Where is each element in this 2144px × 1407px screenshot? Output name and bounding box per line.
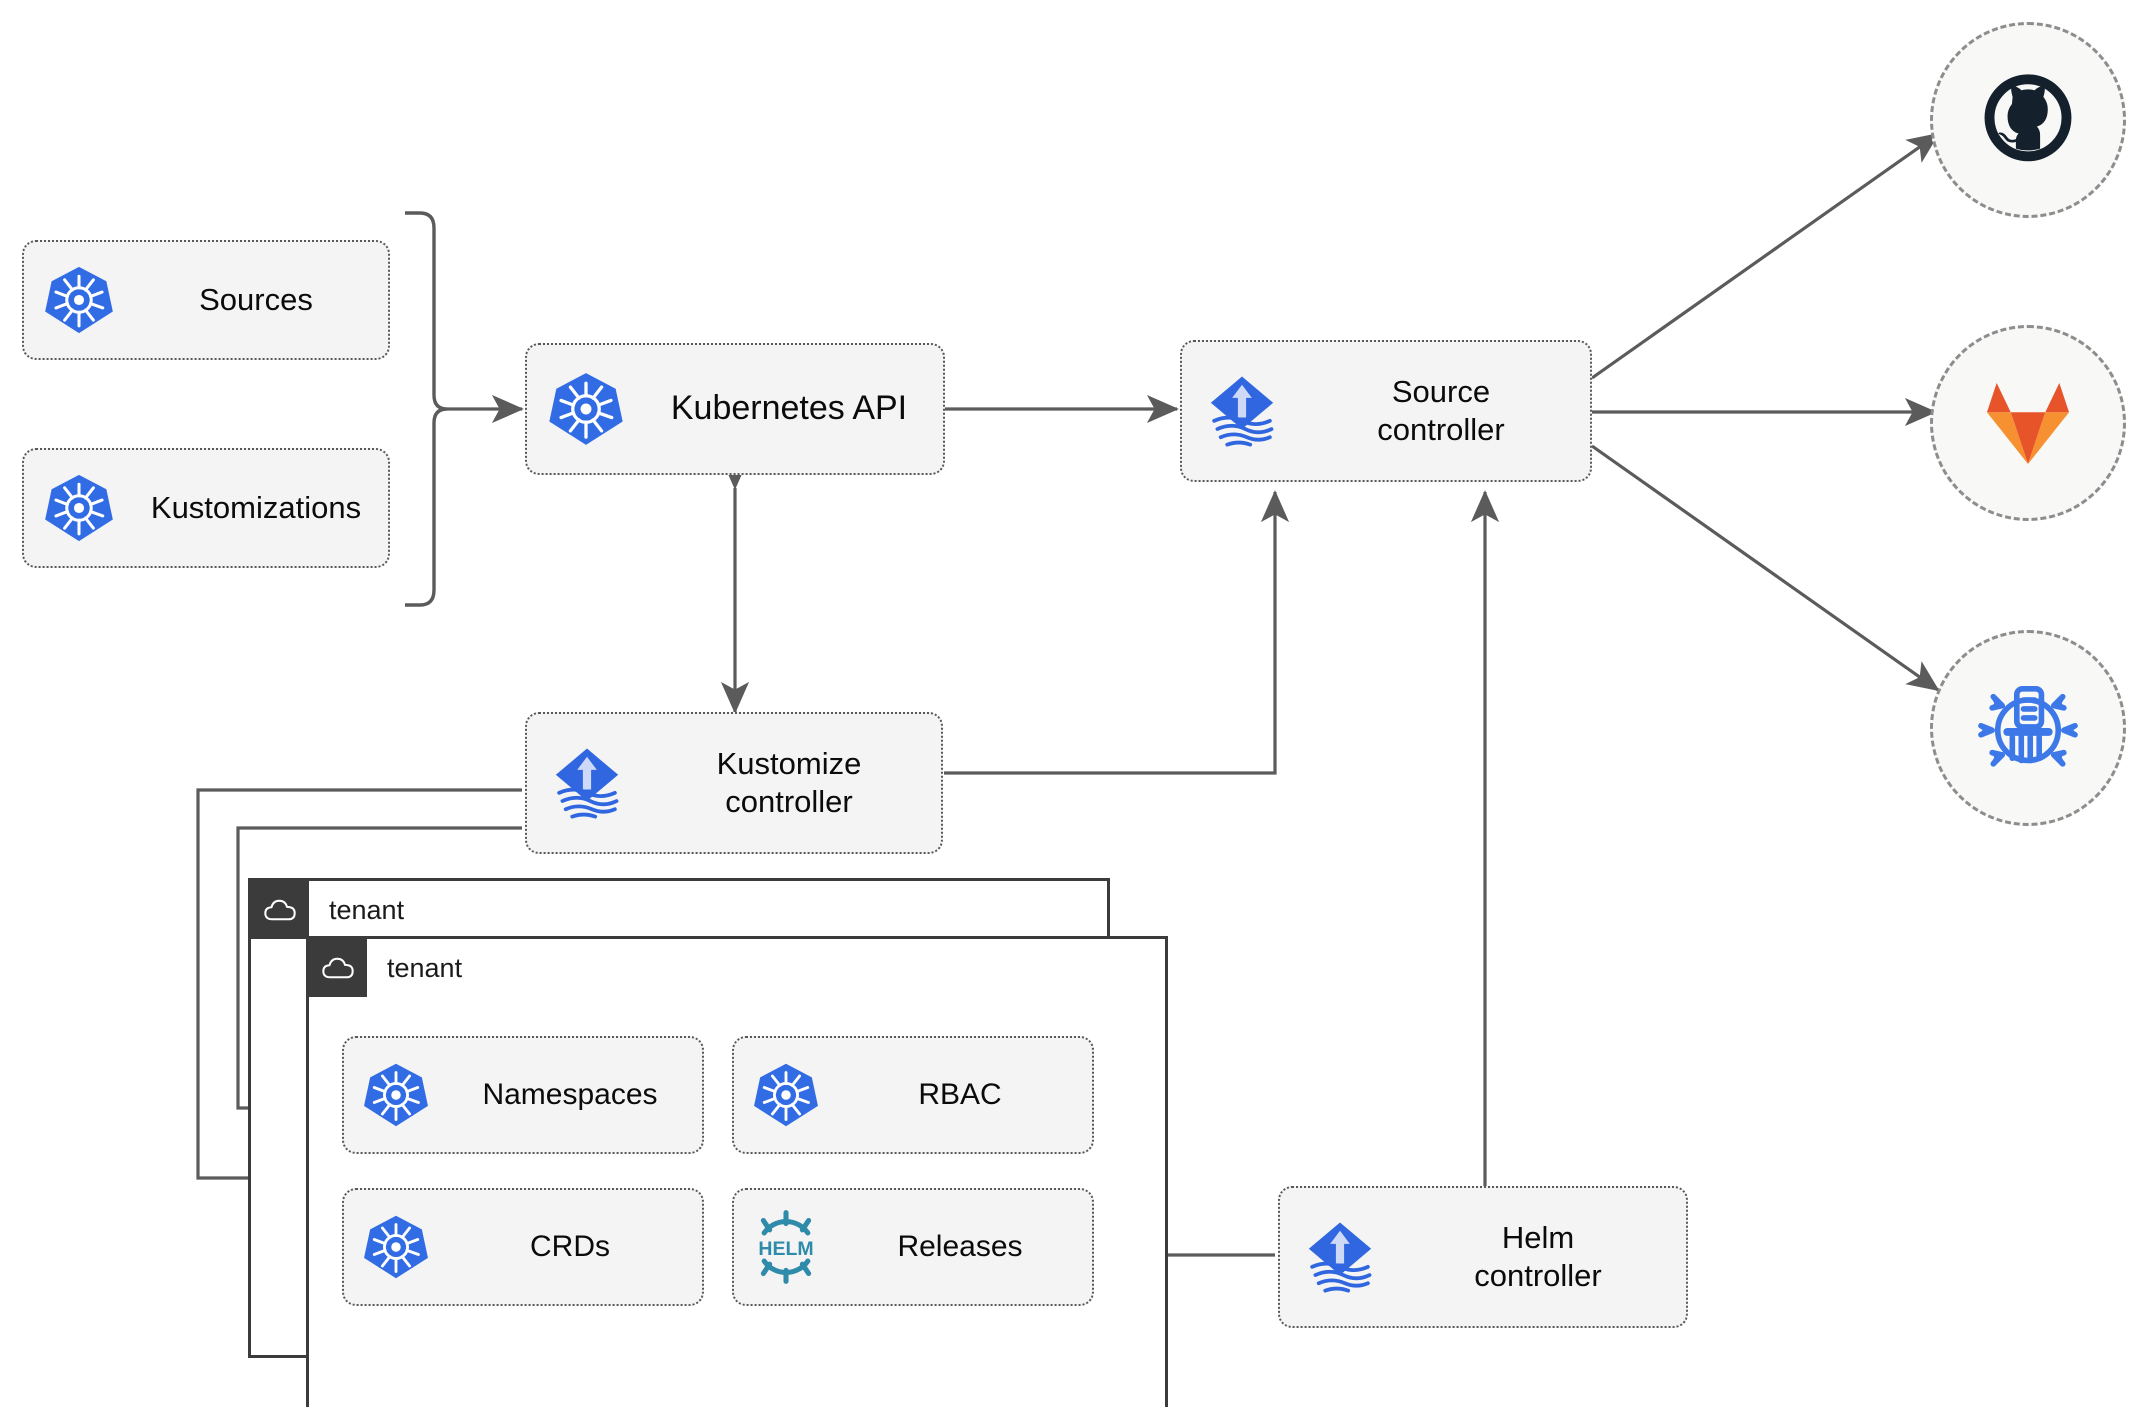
node-source-controller-label: Source controller bbox=[1377, 374, 1505, 447]
tenant-outer-label: tenant bbox=[329, 894, 405, 925]
node-kustomize-controller[interactable]: Kustomize controller bbox=[525, 712, 943, 854]
arrow-kustomize-to-source bbox=[944, 490, 1290, 775]
flux-icon bbox=[1182, 370, 1302, 452]
node-kustomize-controller-label: Kustomize controller bbox=[716, 746, 862, 819]
node-sources-label: Sources bbox=[199, 282, 313, 318]
repo-gitlab[interactable] bbox=[1930, 325, 2126, 521]
gitlab-icon bbox=[1986, 383, 2070, 465]
kubernetes-icon bbox=[24, 264, 134, 336]
node-releases[interactable]: HELM Releases bbox=[732, 1188, 1094, 1306]
flux-icon bbox=[1280, 1216, 1400, 1298]
node-crds[interactable]: CRDs bbox=[342, 1188, 704, 1306]
kubernetes-icon bbox=[527, 370, 645, 448]
cloud-icon bbox=[309, 939, 367, 997]
tenant-inner-label: tenant bbox=[387, 952, 463, 983]
repo-helm-repository[interactable] bbox=[1930, 630, 2126, 826]
resources-brace bbox=[405, 211, 448, 607]
kubernetes-icon bbox=[344, 1061, 448, 1129]
node-source-controller[interactable]: Source controller bbox=[1180, 340, 1592, 482]
kubernetes-icon bbox=[734, 1061, 838, 1129]
github-icon bbox=[1984, 74, 2072, 162]
arrow-source-to-github bbox=[1591, 132, 1940, 380]
kubernetes-icon bbox=[24, 472, 134, 544]
flux-icon bbox=[527, 742, 647, 824]
kubernetes-icon bbox=[344, 1213, 448, 1281]
helm-repository-icon bbox=[1978, 686, 2078, 767]
svg-text:HELM: HELM bbox=[758, 1238, 813, 1260]
node-namespaces-label: Namespaces bbox=[482, 1077, 658, 1111]
helm-logo-icon: HELM bbox=[734, 1208, 838, 1286]
node-helm-controller[interactable]: Helm controller bbox=[1278, 1186, 1688, 1328]
tenant-panel-inner: tenant bbox=[306, 936, 1168, 1407]
cloud-icon bbox=[251, 881, 309, 939]
node-kustomizations[interactable]: Kustomizations bbox=[22, 448, 390, 568]
node-releases-label: Releases bbox=[897, 1229, 1023, 1263]
node-kubernetes-api-label: Kubernetes API bbox=[670, 389, 908, 428]
tenant-inner-header: tenant bbox=[309, 939, 462, 997]
node-crds-label: CRDs bbox=[530, 1229, 610, 1263]
node-rbac-label: RBAC bbox=[918, 1077, 1002, 1111]
node-kubernetes-api[interactable]: Kubernetes API bbox=[525, 343, 945, 475]
node-helm-controller-label: Helm controller bbox=[1474, 1220, 1602, 1293]
node-namespaces[interactable]: Namespaces bbox=[342, 1036, 704, 1154]
node-sources[interactable]: Sources bbox=[22, 240, 390, 360]
tenant-outer-header: tenant bbox=[251, 881, 404, 939]
repo-github[interactable] bbox=[1930, 22, 2126, 218]
node-rbac[interactable]: RBAC bbox=[732, 1036, 1094, 1154]
arrow-source-to-helm-repo bbox=[1591, 444, 1940, 692]
node-kustomizations-label: Kustomizations bbox=[150, 490, 362, 526]
